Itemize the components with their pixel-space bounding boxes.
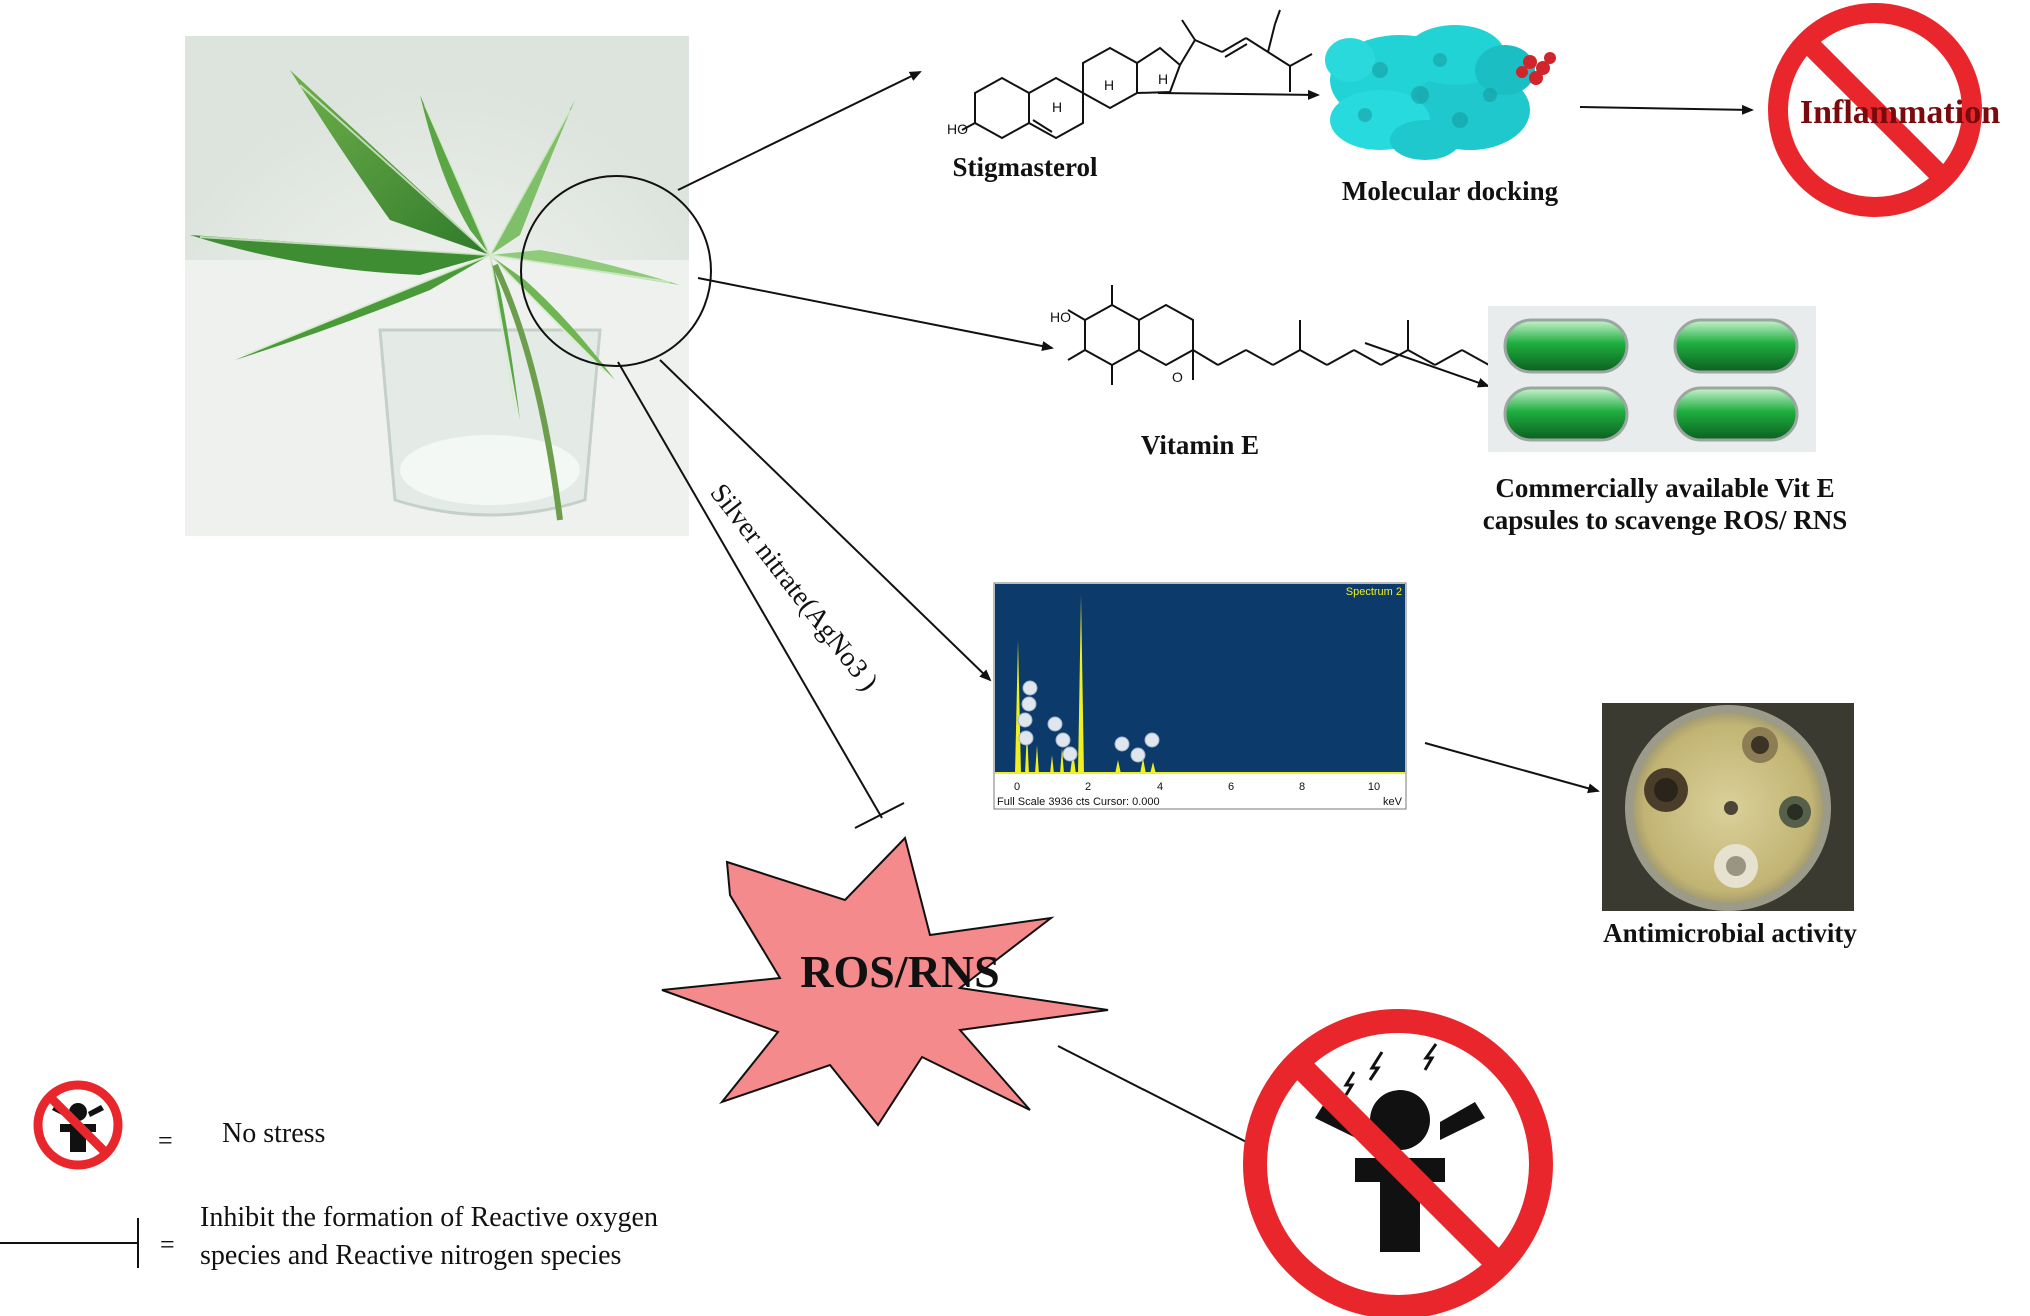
inhibit-bar <box>854 802 905 829</box>
vitamin-e-o: O <box>1172 369 1183 385</box>
svg-text:8: 8 <box>1299 781 1305 793</box>
svg-text:4: 4 <box>1157 781 1163 793</box>
stigmasterol-structure <box>961 9 1313 140</box>
no-stress-large-icon <box>1243 1009 1553 1316</box>
inflammation-prohibit-icon <box>1768 3 1982 217</box>
stigmasterol-label: Stigmasterol <box>952 152 1098 182</box>
ros-rns-label: ROS/RNS <box>800 946 1000 997</box>
svg-text:10: 10 <box>1368 781 1380 793</box>
arrow-to-stigmasterol <box>677 71 922 191</box>
spectrum-title: Spectrum 2 <box>1346 586 1402 598</box>
capsules-label-line2: capsules to scavenge ROS/ RNS <box>1482 505 1848 535</box>
vitamin-e-structure <box>1067 285 1517 385</box>
leaf-photo <box>185 36 689 536</box>
antimicrobial-label: Antimicrobial activity <box>1603 918 1857 948</box>
stigmasterol-h1: H <box>1052 99 1062 115</box>
leaf-focus-circle <box>520 175 712 367</box>
capsules-label-line1: Commercially available Vit E <box>1495 473 1835 503</box>
legend-equals-1: = <box>158 1126 173 1155</box>
eds-spectrum-image: Spectrum 2 0 2 4 6 8 10 Full Scale 3936 … <box>993 582 1407 810</box>
stigmasterol-h2: H <box>1104 77 1114 93</box>
legend-inhibit-icon <box>0 1218 139 1268</box>
arrow-to-antimicrobial <box>1424 742 1600 794</box>
stigmasterol-h3: H <box>1158 71 1168 87</box>
arrow-to-docking <box>1157 89 1320 100</box>
arrow-to-no-stress <box>1057 1045 1270 1154</box>
svg-text:2: 2 <box>1085 781 1091 793</box>
spectrum-footer-right: keV <box>1383 796 1403 808</box>
legend-equals-2: = <box>160 1230 175 1259</box>
arrow-to-inflammation <box>1579 104 1754 115</box>
protein-docking-image <box>1325 25 1556 160</box>
arrow-to-spectrum <box>659 359 992 682</box>
arrow-to-capsules <box>1364 342 1490 388</box>
svg-text:0: 0 <box>1014 781 1020 793</box>
svg-text:6: 6 <box>1228 781 1234 793</box>
spectrum-ticks: 0 2 4 6 8 10 <box>1014 781 1380 793</box>
vitamin-e-ho: HO <box>1050 309 1071 325</box>
arrow-to-vitamin-e <box>697 277 1054 351</box>
antimicrobial-plate-image <box>1602 703 1854 911</box>
vitamin-e-capsules-image <box>1488 306 1816 452</box>
spectrum-footer-left: Full Scale 3936 cts Cursor: 0.000 <box>997 796 1160 808</box>
vitamin-e-label: Vitamin E <box>1140 430 1260 460</box>
ros-rns-starburst <box>661 836 1109 1127</box>
legend-no-stress-text: No stress <box>222 1118 326 1149</box>
legend-inhibit-line2: species and Reactive nitrogen species <box>200 1240 622 1271</box>
molecular-docking-label: Molecular docking <box>1341 176 1559 206</box>
legend-no-stress-icon <box>33 1080 123 1170</box>
inhibit-line <box>617 361 883 819</box>
stigmasterol-ho: HO <box>947 121 968 137</box>
inflammation-label: Inflammation <box>1799 94 2001 131</box>
legend-inhibit-line1: Inhibit the formation of Reactive oxygen <box>200 1202 658 1233</box>
